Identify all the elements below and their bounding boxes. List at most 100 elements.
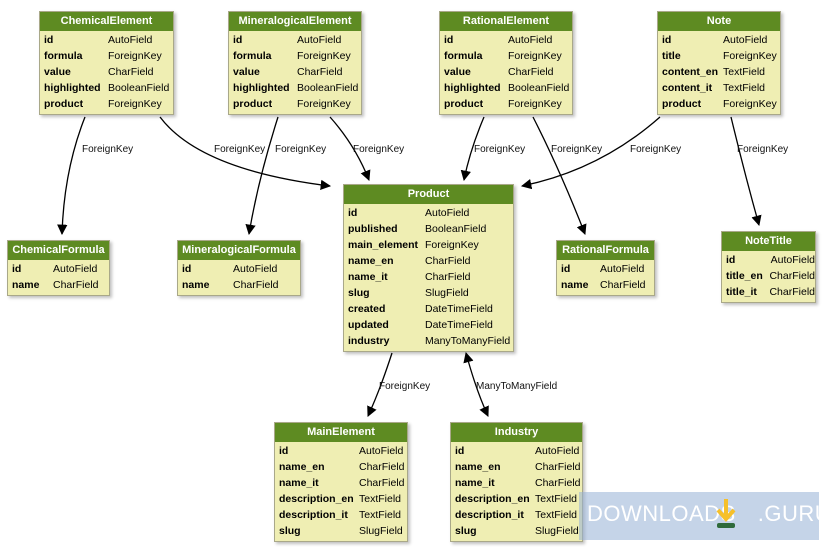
edge-mineralogicalelement-to-product bbox=[329, 116, 371, 181]
field-row: value CharField bbox=[229, 64, 361, 80]
field-type: CharField bbox=[535, 461, 581, 473]
field-row: updated DateTimeField bbox=[344, 317, 513, 333]
field-name: name_en bbox=[279, 461, 325, 473]
field-name: id bbox=[561, 263, 571, 275]
field-row: id AutoField bbox=[178, 261, 300, 277]
field-name: product bbox=[233, 98, 273, 110]
field-name: description_en bbox=[455, 493, 530, 505]
edge-label: ForeignKey bbox=[214, 144, 265, 155]
model-title: Product bbox=[344, 185, 513, 204]
field-name: slug bbox=[348, 287, 370, 299]
field-type: CharField bbox=[108, 66, 154, 78]
edge-label: ForeignKey bbox=[630, 144, 681, 155]
field-type: CharField bbox=[53, 279, 99, 291]
model-title: NoteTitle bbox=[722, 232, 815, 251]
field-name: id bbox=[182, 263, 192, 275]
field-name: slug bbox=[279, 525, 301, 537]
field-type: CharField bbox=[359, 477, 405, 489]
field-type: CharField bbox=[425, 255, 471, 267]
field-name: created bbox=[348, 303, 386, 315]
watermark-text-right: .GURU bbox=[757, 501, 826, 526]
field-type: TextField bbox=[359, 493, 402, 505]
field-type: ManyToManyField bbox=[425, 335, 511, 347]
field-type: CharField bbox=[508, 66, 554, 78]
edge-label: ForeignKey bbox=[551, 144, 602, 155]
field-name: id bbox=[726, 254, 736, 266]
field-type: CharField bbox=[297, 66, 343, 78]
field-type: ForeignKey bbox=[508, 50, 562, 62]
field-type: SlugField bbox=[425, 287, 469, 299]
field-name: name_it bbox=[348, 271, 388, 283]
field-type: AutoField bbox=[233, 263, 278, 275]
field-type: CharField bbox=[233, 279, 279, 291]
field-type: TextField bbox=[535, 493, 578, 505]
field-name: title_it bbox=[726, 286, 757, 298]
field-type: AutoField bbox=[425, 207, 470, 219]
field-row: description_it TextField bbox=[451, 507, 582, 523]
field-type: BooleanField bbox=[425, 223, 487, 235]
field-name: value bbox=[233, 66, 260, 78]
field-type: AutoField bbox=[53, 263, 98, 275]
field-name: description_it bbox=[455, 509, 524, 521]
field-type: CharField bbox=[425, 271, 471, 283]
edge-label: ForeignKey bbox=[379, 381, 430, 392]
field-type: DateTimeField bbox=[425, 319, 493, 331]
field-name: updated bbox=[348, 319, 389, 331]
field-type: BooleanField bbox=[108, 82, 170, 94]
model-title: RationalFormula bbox=[557, 241, 654, 260]
field-type: DateTimeField bbox=[425, 303, 493, 315]
field-name: id bbox=[444, 34, 454, 46]
field-type: ForeignKey bbox=[108, 98, 162, 110]
edge-label: ForeignKey bbox=[474, 144, 525, 155]
field-type: AutoField bbox=[770, 254, 815, 266]
field-type: AutoField bbox=[297, 34, 342, 46]
watermark: DOWNLOADS.GURU bbox=[579, 492, 826, 540]
field-name: content_en bbox=[662, 66, 719, 78]
field-type: TextField bbox=[535, 509, 578, 521]
field-type: SlugField bbox=[535, 525, 579, 537]
field-type: AutoField bbox=[535, 445, 580, 457]
field-type: AutoField bbox=[508, 34, 553, 46]
field-name: id bbox=[348, 207, 358, 219]
edge-label: ForeignKey bbox=[737, 144, 788, 155]
field-name: formula bbox=[233, 50, 272, 62]
field-type: BooleanField bbox=[508, 82, 570, 94]
field-name: highlighted bbox=[233, 82, 290, 94]
model-title: ChemicalElement bbox=[40, 12, 173, 31]
download-arrow-icon bbox=[716, 499, 736, 528]
field-type: CharField bbox=[769, 270, 815, 282]
model-title: MineralogicalElement bbox=[229, 12, 361, 31]
field-name: name bbox=[12, 279, 40, 291]
field-row: description_en TextField bbox=[451, 491, 582, 507]
field-type: ForeignKey bbox=[425, 239, 479, 251]
field-row: slug SlugField bbox=[344, 285, 513, 301]
field-name: formula bbox=[44, 50, 83, 62]
field-type: ForeignKey bbox=[508, 98, 562, 110]
edge-label: ForeignKey bbox=[82, 144, 133, 155]
field-type: BooleanField bbox=[297, 82, 359, 94]
edge-label: ForeignKey bbox=[275, 144, 326, 155]
field-type: TextField bbox=[723, 82, 766, 94]
field-row: highlighted BooleanField bbox=[229, 80, 361, 96]
